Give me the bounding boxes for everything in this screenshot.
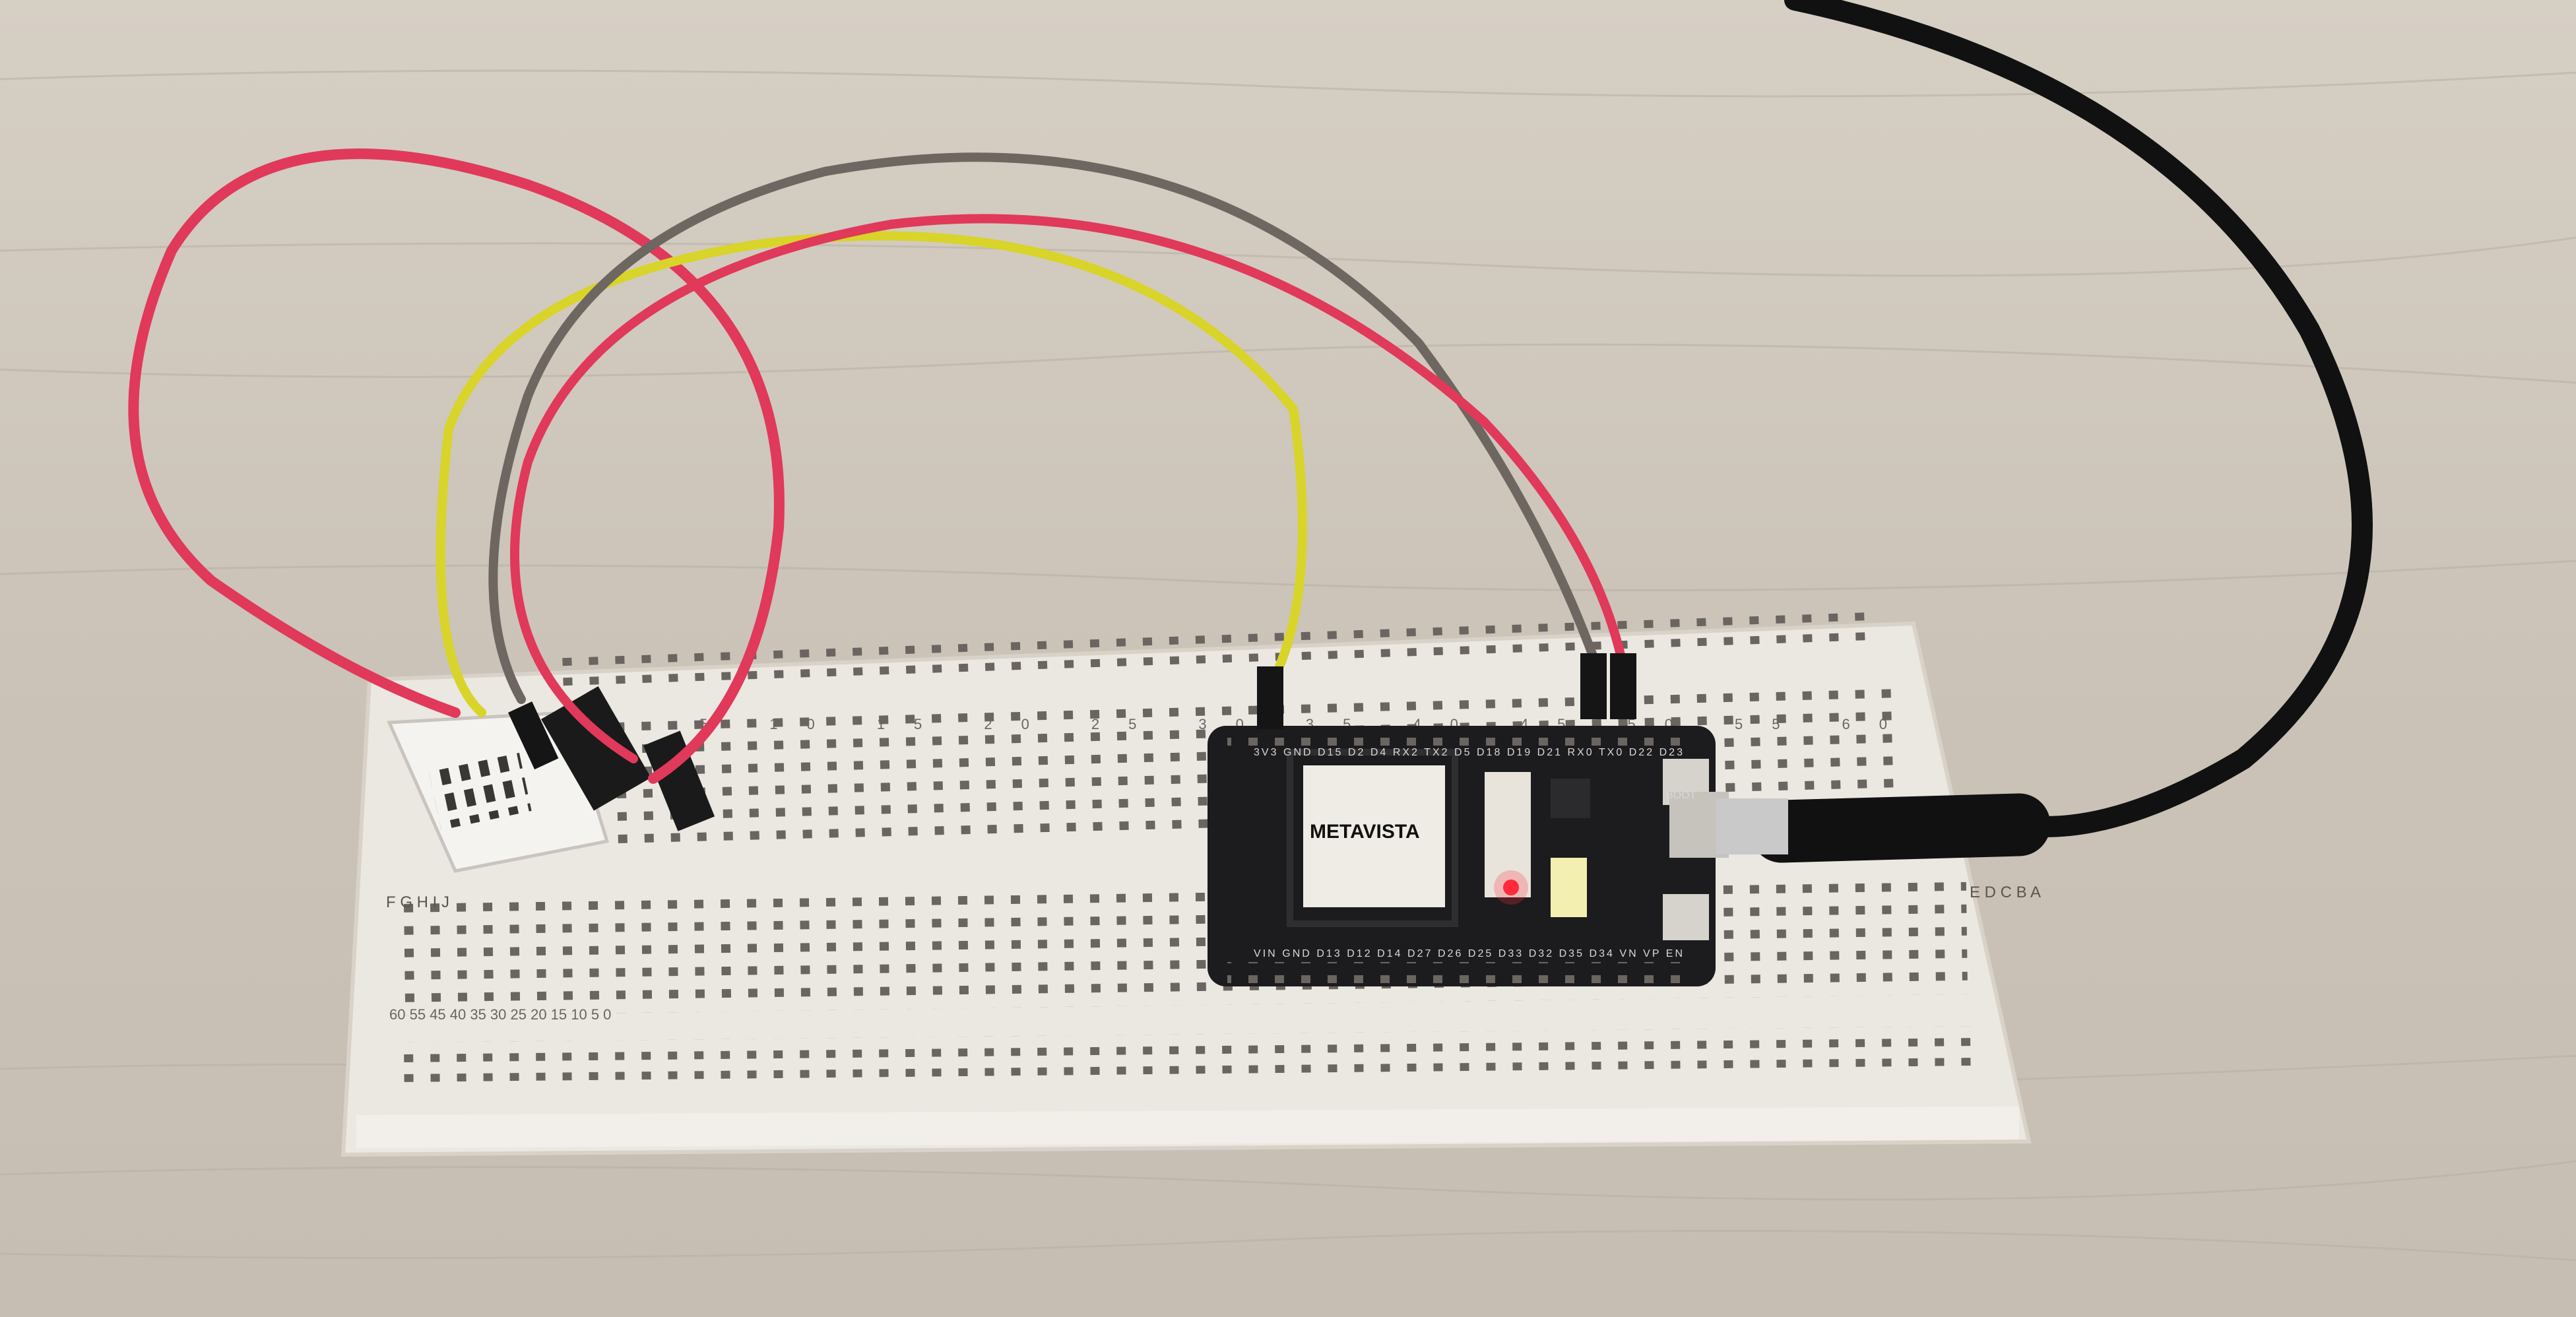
jumper-wires xyxy=(128,148,1628,784)
jumper-header xyxy=(643,730,715,831)
yellow-wire xyxy=(435,231,1307,717)
board-label: METAVISTA xyxy=(1310,821,1420,843)
breadboard-row-letters-right: E D C B A xyxy=(1970,883,2041,901)
usb-cable xyxy=(1716,0,2373,863)
power-led xyxy=(1503,880,1519,895)
breadboard-row-letters-left: F G H I J xyxy=(386,893,449,911)
breadboard-col-numbers-bottom: 60 55 45 40 35 30 25 20 15 10 5 0 xyxy=(389,1006,611,1023)
board-boot-label: BOOT xyxy=(1666,790,1696,801)
wire-connectors xyxy=(508,653,1636,770)
red-wire-left-loop xyxy=(128,148,785,784)
esp32-board xyxy=(1208,726,1729,986)
board-pin-labels-top: 3V3 GND D15 D2 D4 RX2 TX2 D5 D18 D19 D21… xyxy=(1254,747,1683,758)
gray-wire xyxy=(488,152,1601,704)
red-wire-right xyxy=(510,214,1628,763)
